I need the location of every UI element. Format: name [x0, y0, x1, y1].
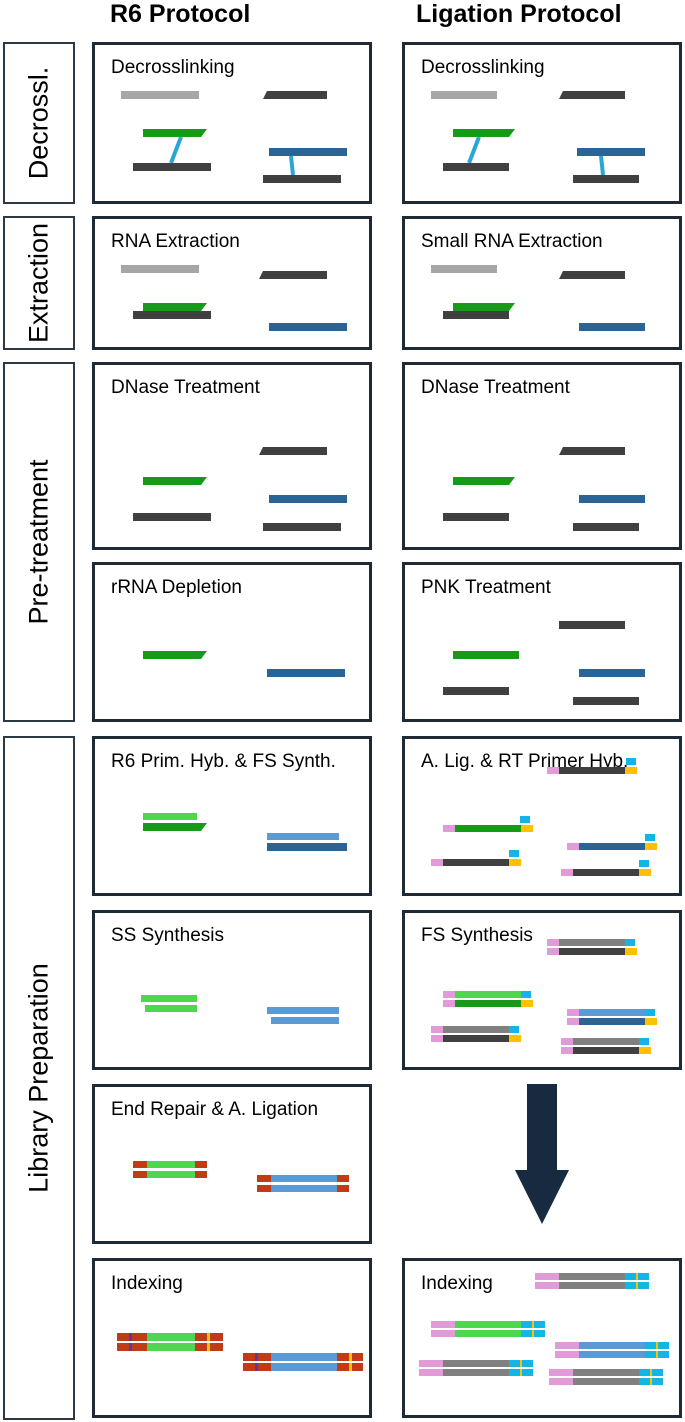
panel-lig-small-rna-extraction: Small RNA Extraction	[402, 216, 682, 350]
lig-pnk-illustration	[443, 621, 645, 705]
panel-lig-decrosslinking: Decrosslinking	[402, 42, 682, 204]
panel-r6-dnase: DNase Treatment	[92, 362, 372, 550]
panel-title: DNase Treatment	[421, 377, 570, 398]
panel-title: End Repair & A. Ligation	[111, 1099, 319, 1120]
stage-label: Pre-treatment	[23, 459, 54, 625]
panel-lig-indexing: Indexing	[402, 1258, 682, 1418]
r6-primer-illustration	[143, 813, 347, 851]
panel-lig-adapter-ligation: A. Lig. & RT Primer Hyb.	[402, 736, 682, 896]
stage-label: Extraction	[23, 222, 54, 344]
panel-title: RNA Extraction	[111, 231, 240, 252]
panel-title: SS Synthesis	[111, 925, 224, 946]
panel-title: DNase Treatment	[111, 377, 260, 398]
panel-title: FS Synthesis	[421, 925, 533, 946]
panel-r6-indexing: Indexing	[92, 1258, 372, 1418]
panel-title: PNK Treatment	[421, 577, 551, 598]
stage-label: Decrossl.	[23, 66, 54, 180]
stage-extraction: Extraction	[3, 216, 75, 350]
panel-lig-pnk: PNK Treatment	[402, 562, 682, 722]
panel-title: Indexing	[111, 1273, 183, 1294]
panel-title: Indexing	[421, 1273, 493, 1294]
panel-title: R6 Prim. Hyb. & FS Synth.	[111, 751, 336, 772]
panel-r6-decrosslinking: Decrosslinking	[92, 42, 372, 204]
panel-lig-fs-synthesis: FS Synthesis	[402, 910, 682, 1070]
r6-indexing-illustration	[117, 1333, 363, 1371]
panel-r6-ss-synthesis: SS Synthesis	[92, 910, 372, 1070]
panel-title: A. Lig. & RT Primer Hyb.	[421, 751, 629, 772]
panel-r6-rrna-depletion: rRNA Depletion	[92, 562, 372, 722]
stage-library-preparation: Library Preparation	[3, 736, 75, 1420]
stage-label: Library Preparation	[23, 963, 54, 1193]
lig-fs-illustration	[431, 939, 657, 1054]
panel-title: rRNA Depletion	[111, 577, 242, 598]
stage-decrosslinking: Decrossl.	[3, 42, 75, 204]
panel-lig-dnase: DNase Treatment	[402, 362, 682, 550]
ligation-column-header: Ligation Protocol	[416, 0, 622, 28]
panel-title: Small RNA Extraction	[421, 231, 603, 252]
panel-r6-primer-hybridization: R6 Prim. Hyb. & FS Synth.	[92, 736, 372, 896]
lig-indexing-illustration	[419, 1273, 669, 1385]
r6-ss-illustration	[141, 995, 339, 1024]
stage-pretreatment: Pre-treatment	[3, 362, 75, 722]
r6-column-header: R6 Protocol	[110, 0, 251, 28]
r6-decrosslinking-illustration	[121, 91, 347, 183]
panel-title: Decrosslinking	[421, 57, 545, 78]
lig-extraction-illustration	[431, 265, 645, 331]
r6-extraction-illustration	[121, 265, 347, 331]
r6-end-repair-illustration	[133, 1161, 349, 1192]
r6-dnase-illustration	[133, 447, 347, 531]
panel-r6-rna-extraction: RNA Extraction	[92, 216, 372, 350]
panel-title: Decrosslinking	[111, 57, 235, 78]
panel-r6-end-repair: End Repair & A. Ligation	[92, 1084, 372, 1244]
lig-dnase-illustration	[443, 447, 645, 531]
r6-rrna-illustration	[143, 651, 345, 677]
lig-adapter-illustration	[431, 758, 657, 876]
lig-decrosslinking-illustration	[431, 91, 645, 183]
